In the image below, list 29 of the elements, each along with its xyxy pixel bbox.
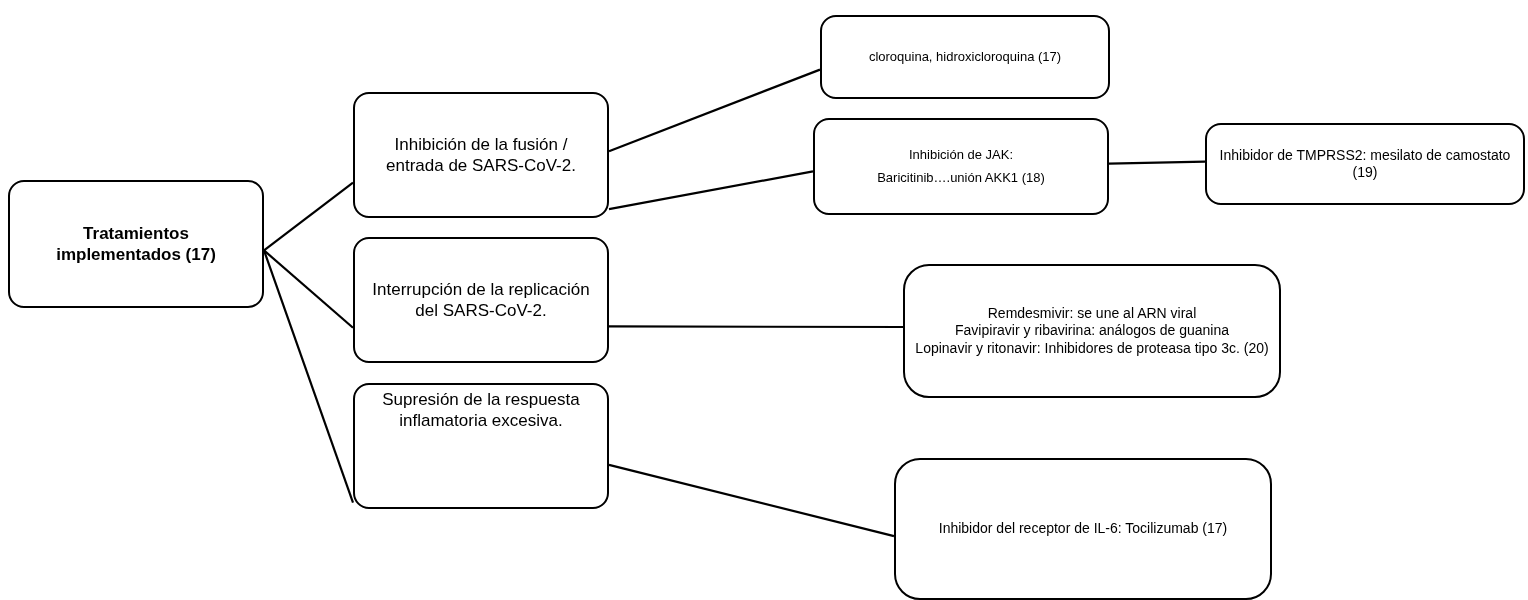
rounded-box [353, 237, 609, 363]
rounded-box [820, 15, 1110, 99]
connector-line [262, 250, 355, 504]
rounded-box [813, 118, 1109, 215]
box-text: Inhibición de la fusión / entrada de SARS-CoV-2. [385, 133, 577, 177]
rounded-box [8, 180, 264, 308]
box-text: Tratamientos implementados (17) [55, 222, 217, 266]
box-text: Remdesmivir: se une al ARN viral [987, 304, 1197, 323]
box-text: Baricitinib….unión AKK1 (18) [877, 169, 1045, 186]
connector-line [608, 170, 814, 211]
box-text: Inhibición de JAK: [908, 147, 1014, 164]
connector-line [1108, 160, 1206, 165]
connector-line [608, 68, 821, 153]
connector-line [263, 181, 354, 252]
connector-line [263, 249, 354, 329]
box-text: cloroquina, hidroxicloroquina (17) [868, 48, 1062, 66]
box-text: Favipiravir y ribavirina: análogos de guanina [955, 322, 1229, 340]
rounded-box [1205, 123, 1525, 205]
box-text: Supresión de la respuesta inflamatoria excesiva. [381, 389, 581, 432]
rounded-box [894, 458, 1272, 600]
box-text: Interrupción de la replicación del SARS-CoV-2. [371, 278, 591, 322]
rounded-box [353, 92, 609, 218]
rounded-box [353, 383, 609, 509]
box-text: Inhibidor del receptor de IL-6: Tocilizumab (17) [938, 520, 1228, 538]
rounded-box [903, 264, 1281, 398]
box-text: Inhibidor de TMPRSS2: mesilato de camostato (19) [1218, 146, 1512, 182]
connector-line [609, 325, 903, 329]
connector-line [608, 463, 895, 538]
box-text: Lopinavir y ritonavir: Inhibidores de proteasa tipo 3c. (20) [915, 339, 1269, 358]
